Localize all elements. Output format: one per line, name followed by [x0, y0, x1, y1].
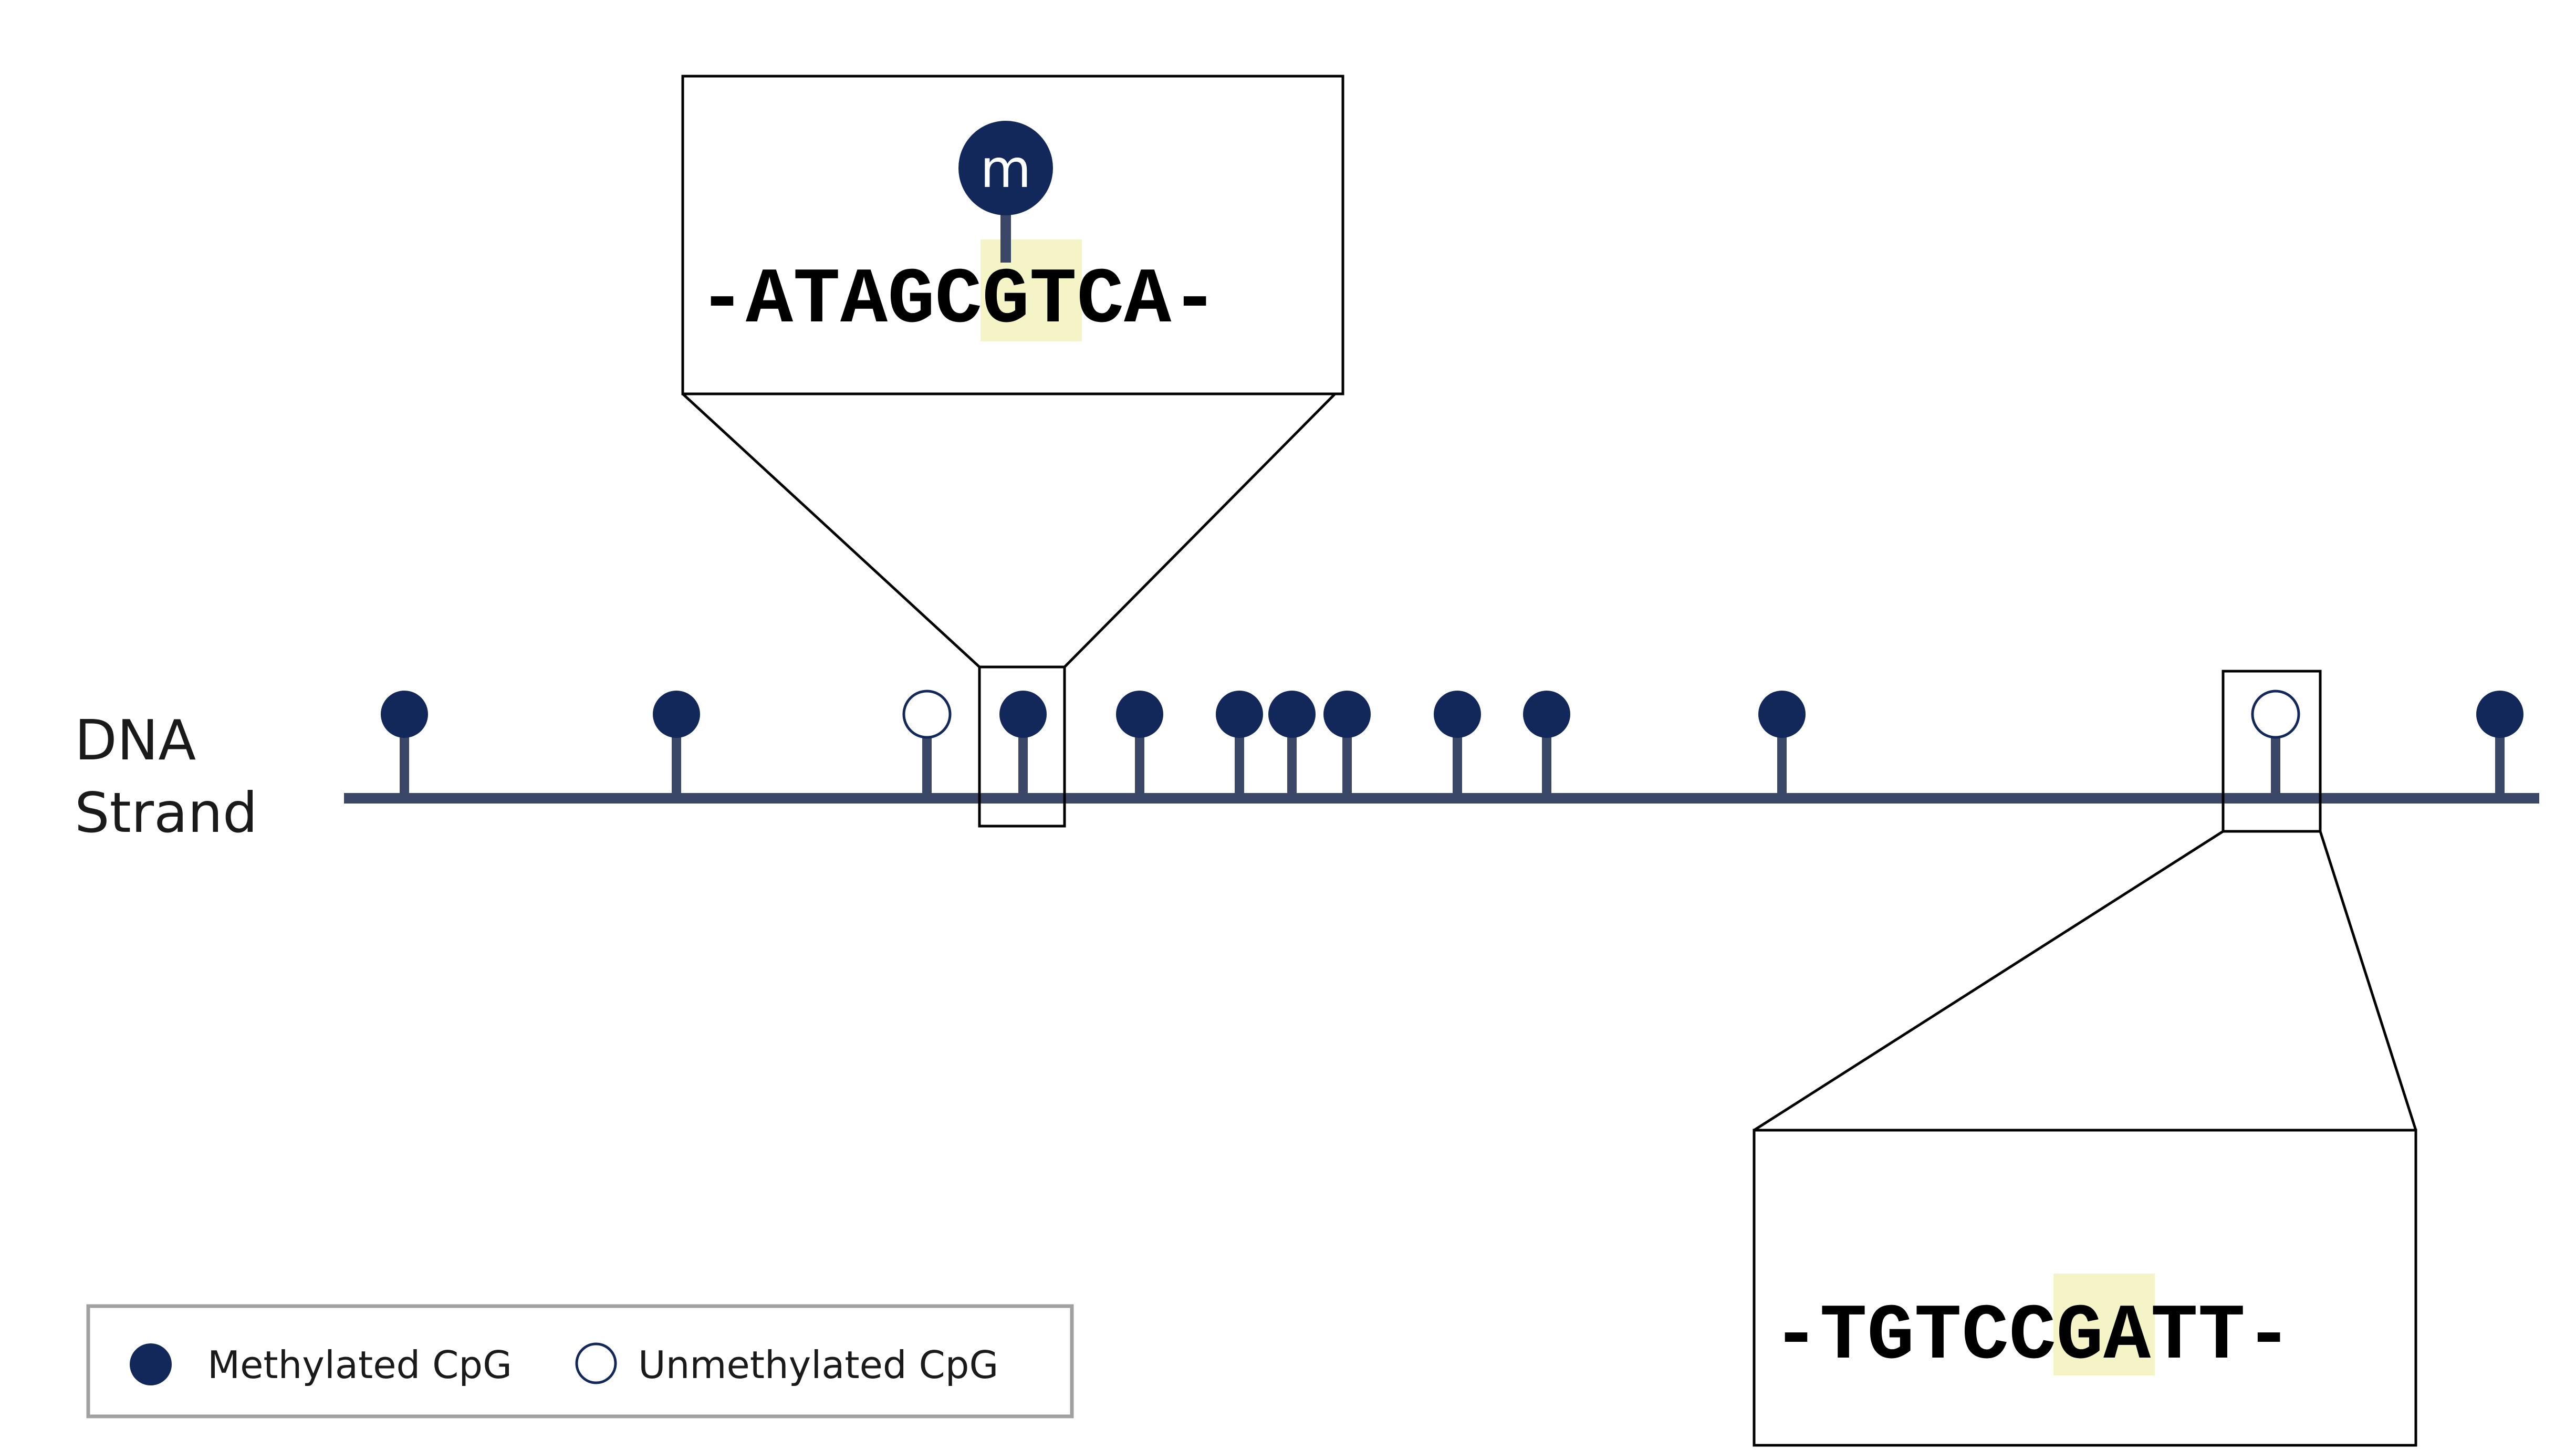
methylated-cpg-site	[1216, 691, 1263, 738]
methylated-cpg-site	[1523, 691, 1570, 738]
zoom-selection-box	[2222, 670, 2322, 833]
methyl-mark-label: m	[980, 138, 1031, 200]
zoom-connector-left	[682, 393, 981, 668]
methylated-cpg-site	[1323, 691, 1371, 738]
sequence-top: -ATAGCGTCA-	[698, 256, 1218, 346]
strand-label-line1: DNA	[75, 708, 196, 773]
cpg-highlight	[981, 239, 1082, 341]
legend-unmethylated-label: Unmethylated CpG	[638, 1343, 998, 1387]
cpg-sites	[381, 690, 2523, 798]
methylated-cpg-site	[653, 691, 700, 738]
methylated-cpg-site	[999, 691, 1047, 738]
methylated-cpg-site	[1268, 691, 1316, 738]
zoom-connector-right	[2319, 831, 2417, 1131]
zoom-selection-box	[978, 665, 1066, 828]
legend-methylated-label: Methylated CpG	[207, 1343, 512, 1387]
methylated-cpg-site	[381, 691, 428, 738]
cpg-highlight	[2053, 1274, 2155, 1375]
zoom-connector-right	[1063, 393, 1336, 668]
unmethylated-cpg-icon	[575, 1342, 617, 1384]
unmethylated-cpg-site	[902, 690, 952, 739]
methylated-cpg-site	[2476, 691, 2523, 738]
methylated-cpg-site	[1434, 691, 1481, 738]
sequence-bottom: -TGTCCGATT-	[1772, 1292, 2292, 1382]
methylated-cpg-icon	[130, 1343, 172, 1385]
methyl-group-icon	[958, 121, 1053, 215]
zoom-connector-left	[1753, 830, 2224, 1132]
methylated-cpg-site	[1758, 691, 1806, 738]
unmethylated-cpg-site	[2251, 690, 2300, 739]
strand-label-line2: Strand	[75, 781, 258, 845]
methylated-cpg-site	[1116, 691, 1163, 738]
